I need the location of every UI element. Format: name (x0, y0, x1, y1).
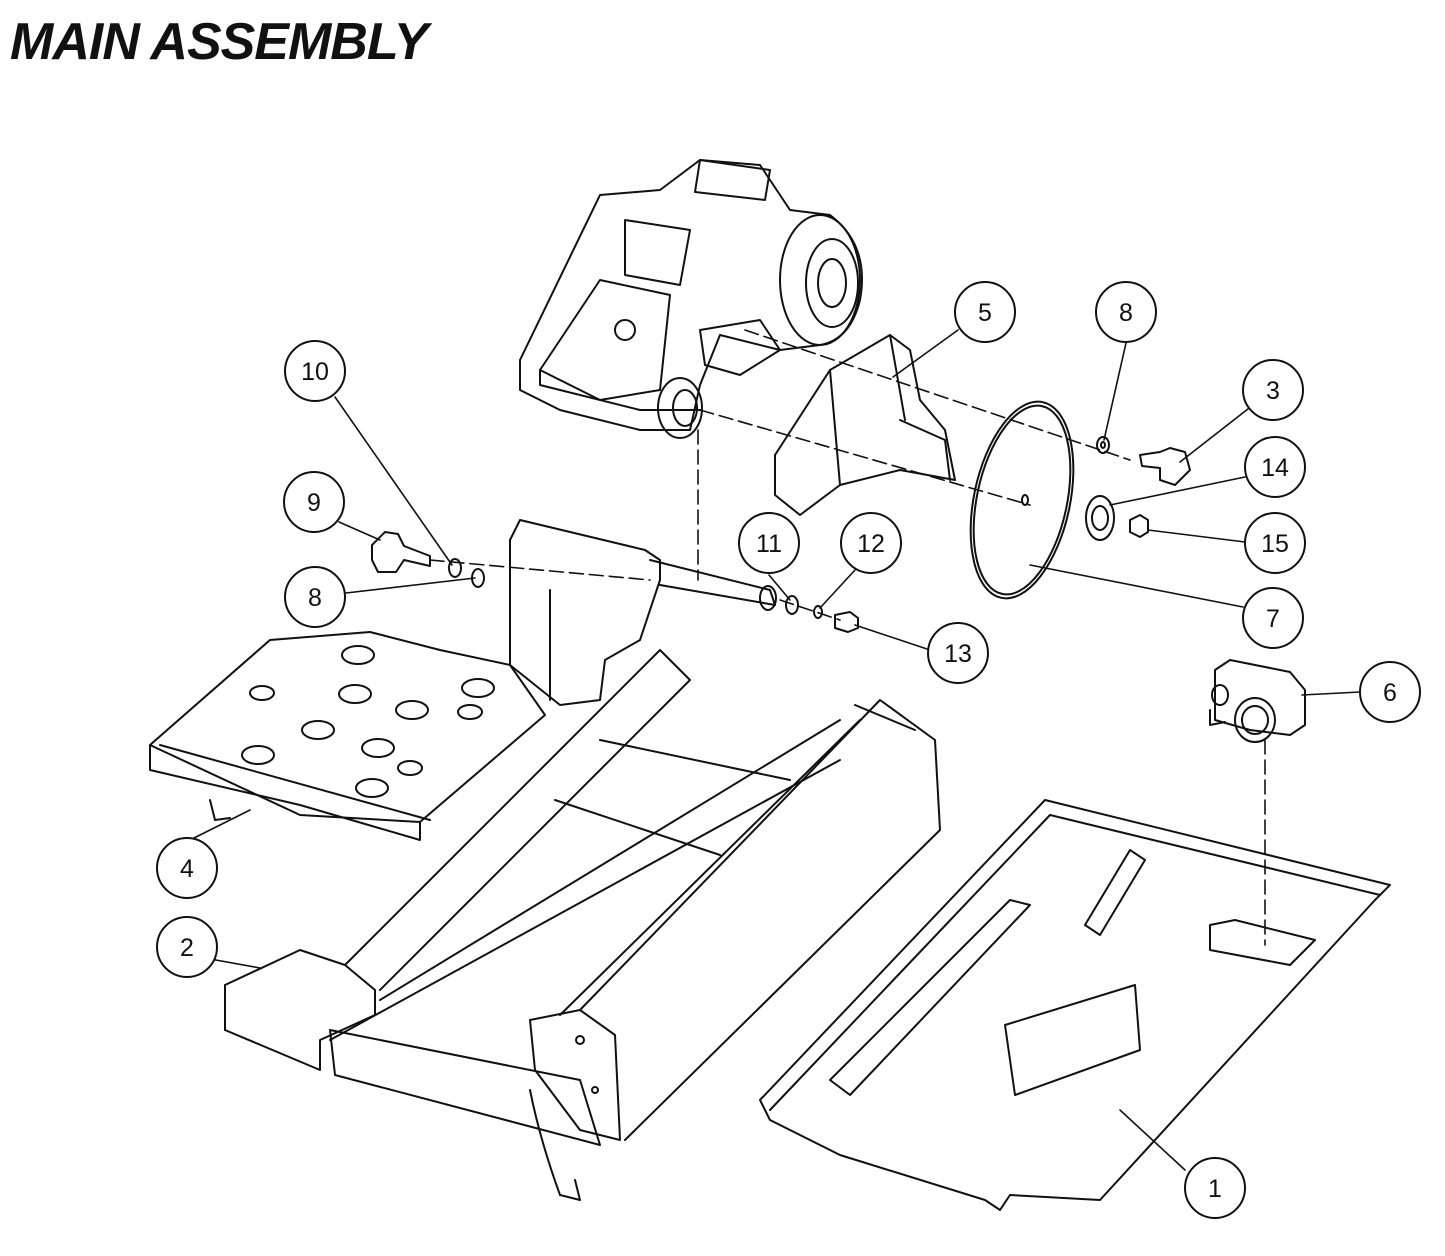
callout-2: 2 (156, 916, 218, 978)
water-pump (1209, 659, 1306, 743)
page-title: MAIN ASSEMBLY (10, 13, 428, 71)
callout-circle (738, 512, 800, 574)
callout-label: 5 (978, 299, 992, 327)
table-holes (241, 645, 495, 798)
water-tray (759, 799, 1391, 1211)
callout-circle (927, 622, 989, 684)
blade-guard (774, 334, 956, 516)
callout-label: 3 (1266, 377, 1280, 405)
callout-14: 14 (1244, 436, 1306, 498)
callout-circle (284, 340, 346, 402)
callout-label: 12 (857, 530, 885, 558)
pivot-arm (509, 519, 777, 706)
leader-lines (159, 329, 1361, 1171)
callout-circle (954, 281, 1016, 343)
callout-label: 1 (1208, 1175, 1222, 1203)
callout-12: 12 (840, 512, 902, 574)
callout-label: 2 (180, 934, 194, 962)
callout-circle (1184, 1157, 1246, 1219)
callout-circle (1244, 436, 1306, 498)
callout-6: 6 (1359, 661, 1421, 723)
diamond-blade (969, 400, 1075, 600)
callout-circle (1244, 512, 1306, 574)
callout-1: 1 (1184, 1157, 1246, 1219)
callout-10: 10 (284, 340, 346, 402)
callout-circle (1095, 281, 1157, 343)
callout-label: 8 (308, 584, 322, 612)
callout-5: 5 (954, 281, 1016, 343)
callout-11: 11 (738, 512, 800, 574)
frame (224, 649, 941, 1201)
callout-label: 13 (944, 640, 972, 668)
callout-circle (1242, 359, 1304, 421)
callout-label: 10 (301, 358, 329, 386)
callout-label: 8 (1119, 299, 1133, 327)
callout-7: 7 (1242, 587, 1304, 649)
callout-label: 11 (756, 530, 782, 558)
callout-circle (156, 916, 218, 978)
assembly-center-lines (429, 329, 1266, 946)
callout-circle (1359, 661, 1421, 723)
hardware (371, 436, 1191, 633)
motor-assembly (519, 159, 863, 439)
callout-label: 14 (1261, 454, 1289, 482)
callout-15: 15 (1244, 512, 1306, 574)
callout-3: 3 (1242, 359, 1304, 421)
callout-label: 9 (307, 489, 321, 517)
callout-circle (156, 837, 218, 899)
callout-8-left: 8 (284, 566, 346, 628)
callout-label: 15 (1261, 530, 1289, 558)
callout-9: 9 (283, 471, 345, 533)
callout-circle (1242, 587, 1304, 649)
callout-4: 4 (156, 837, 218, 899)
callout-8-top: 8 (1095, 281, 1157, 343)
callout-circle (840, 512, 902, 574)
cutting-table (149, 631, 546, 841)
callout-label: 6 (1383, 679, 1397, 707)
callout-label: 7 (1266, 605, 1280, 633)
callout-label: 4 (180, 855, 194, 883)
callout-13: 13 (927, 622, 989, 684)
callout-circle (283, 471, 345, 533)
callout-circle (284, 566, 346, 628)
